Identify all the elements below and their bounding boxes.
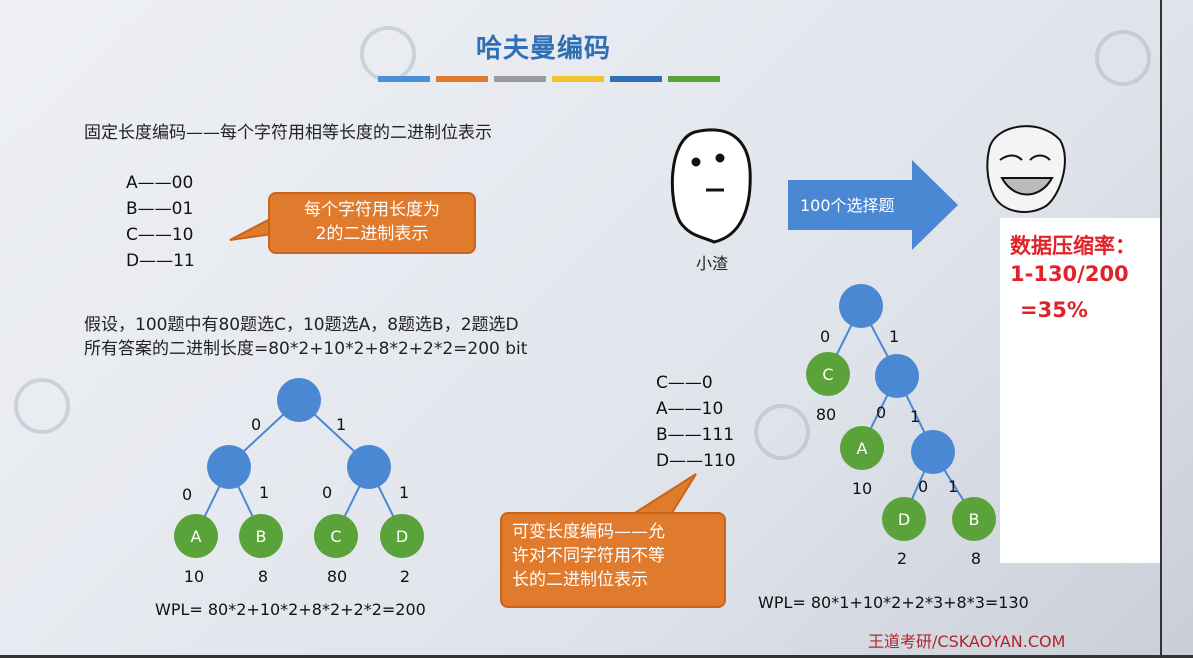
right-tree-internal-node <box>911 430 955 474</box>
variable-code-item: A——10 <box>656 399 724 419</box>
right-tree-leaf-node <box>952 497 996 541</box>
left-tree-edge-label: 0 <box>322 483 332 502</box>
fixed-code-item: A——00 <box>126 173 194 193</box>
variable-code-item: C——0 <box>656 373 713 393</box>
left-tree-edge-label: 0 <box>251 415 261 434</box>
left-tree-internal-node <box>347 445 391 489</box>
left-tree-edge-label: 1 <box>336 415 346 434</box>
compression-rate-label: 数据压缩率： <box>1010 234 1136 258</box>
compression-rate-panel: 数据压缩率： 1-130/200 =35% <box>1000 218 1160 563</box>
right-tree-internal-node <box>875 354 919 398</box>
title-bar-segment <box>668 76 720 82</box>
left-tree-weight: 2 <box>400 567 410 586</box>
face-label: 小渣 <box>696 254 729 273</box>
variable-code-item: B——111 <box>656 425 735 445</box>
right-tree-weight: 80 <box>816 405 836 424</box>
right-tree-leaf-label: A <box>857 439 868 458</box>
right-tree-leaf-label: D <box>898 510 910 529</box>
right-tree-leaf-node <box>840 426 884 470</box>
callout-variable-line: 许对不同字符用不等 <box>512 546 665 566</box>
left-tree-leaf-label: D <box>396 527 408 546</box>
left-tree-weight: 8 <box>258 567 268 586</box>
right-tree-edge-label: 1 <box>910 407 920 426</box>
footer-brand: 王道考研/CSKAOYAN.COM <box>868 632 1066 651</box>
left-tree-leaf-node <box>380 514 424 558</box>
assumption-line: 所有答案的二进制长度=80*2+10*2+8*2+2*2=200 bit <box>84 339 528 359</box>
title-bar-segment <box>610 76 662 82</box>
left-tree-leaf-label: B <box>256 527 267 546</box>
left-tree-weight: 10 <box>184 567 204 586</box>
right-tree-weight: 2 <box>897 549 907 568</box>
slide-border-right <box>1160 0 1162 658</box>
blue-arrow-shape <box>788 160 958 250</box>
watermark-logo <box>1095 30 1151 86</box>
fixed-code-list: A——00 B——01 C——10 D——11 <box>126 170 195 274</box>
left-tree-leaf-node <box>314 514 358 558</box>
left-tree-root-node <box>277 378 321 422</box>
callout-fixed-line: 2的二进制表示 <box>315 224 429 244</box>
left-tree-edge-label: 1 <box>259 483 269 502</box>
left-tree-weight: 80 <box>327 567 347 586</box>
variable-code-item: D——110 <box>656 451 736 471</box>
watermark-logo <box>14 378 70 434</box>
right-tree-weight: 8 <box>971 549 981 568</box>
title-bar-segment <box>378 76 430 82</box>
title-bar-segment <box>436 76 488 82</box>
title-color-bar <box>378 76 720 82</box>
poker-face-icon <box>670 128 752 244</box>
right-tree-root-node <box>839 284 883 328</box>
title-bar-segment <box>552 76 604 82</box>
right-tree-weight: 10 <box>852 479 872 498</box>
left-tree-leaf-node <box>174 514 218 558</box>
right-tree-leaf-label: C <box>822 365 833 384</box>
fixed-code-item: C——10 <box>126 225 194 245</box>
arrow-label: 100个选择题 <box>800 196 895 215</box>
right-tree-wpl: WPL= 80*1+10*2+2*3+8*3=130 <box>758 593 1029 612</box>
right-tree-leaf-node <box>806 352 850 396</box>
right-tree-edge-label: 0 <box>918 477 928 496</box>
fixed-code-item: B——01 <box>126 199 194 219</box>
left-tree-edge-label: 1 <box>399 483 409 502</box>
callout-fixed-line: 每个字符用长度为 <box>304 200 440 220</box>
left-tree-internal-node <box>207 445 251 489</box>
left-tree-edge-label: 0 <box>182 485 192 504</box>
compression-rate-result: =35% <box>1020 298 1088 322</box>
watermark-logo <box>754 404 810 460</box>
left-tree-leaf-label: A <box>191 527 202 546</box>
right-tree-leaf-label: B <box>969 510 980 529</box>
callout-variable-line: 可变长度编码——允 <box>512 522 665 542</box>
assumption-line: 假设，100题中有80题选C，10题选A，8题选B，2题选D <box>84 315 519 335</box>
right-tree-leaf-node <box>882 497 926 541</box>
compression-rate-formula: 1-130/200 <box>1010 262 1129 286</box>
left-tree-leaf-node <box>239 514 283 558</box>
callout-variable-line: 长的二进制位表示 <box>512 570 648 590</box>
slide-title: 哈夫曼编码 <box>476 34 612 64</box>
left-tree-leaf-label: C <box>330 527 341 546</box>
right-tree-edge-label: 0 <box>820 327 830 346</box>
fixed-length-description: 固定长度编码——每个字符用相等长度的二进制位表示 <box>84 123 492 143</box>
fixed-code-item: D——11 <box>126 251 195 271</box>
left-tree-wpl: WPL= 80*2+10*2+8*2+2*2=200 <box>155 600 426 619</box>
right-tree-edge-label: 0 <box>876 403 886 422</box>
title-bar-segment <box>494 76 546 82</box>
variable-code-list: C——0 A——10 B——111 D——110 <box>656 370 736 474</box>
laughing-face-icon <box>986 125 1066 213</box>
right-tree-edge-label: 1 <box>948 477 958 496</box>
callout-fixed: 每个字符用长度为 2的二进制表示 <box>268 192 476 254</box>
callout-variable: 可变长度编码——允 许对不同字符用不等 长的二进制位表示 <box>500 512 726 608</box>
right-tree-edge-label: 1 <box>889 327 899 346</box>
slide-border-bottom <box>0 655 1193 658</box>
